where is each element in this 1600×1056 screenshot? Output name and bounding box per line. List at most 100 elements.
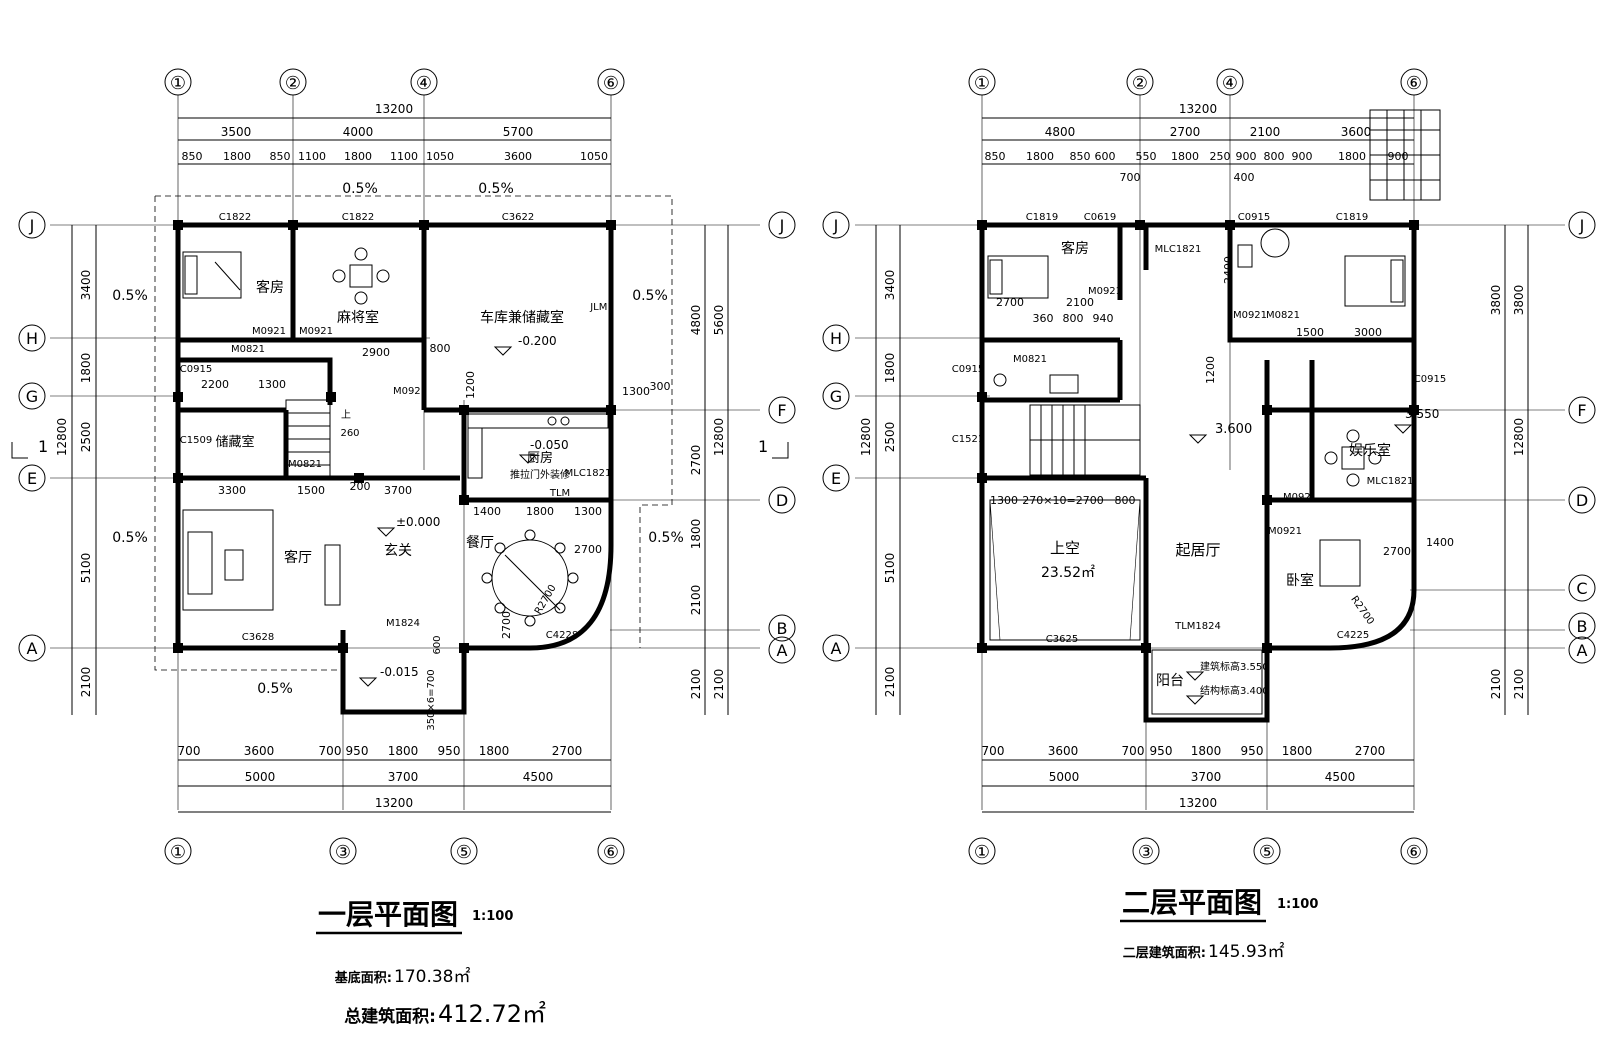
p1-dim-top-l2: 5700 <box>503 125 534 139</box>
axis-1-bottom: ① <box>170 842 186 863</box>
p1-window: C0915 <box>180 364 212 375</box>
p2-door: M0921 <box>1233 310 1267 321</box>
p1-misc: 800 <box>430 342 451 355</box>
kitchen-counter <box>467 413 609 479</box>
p2-dim-top-l3: 250 <box>1210 150 1231 163</box>
plan2-axis-top: ① ② ④ ⑥ <box>968 68 1428 96</box>
p1-misc: 2700 <box>500 611 513 639</box>
p2-axis-1-bottom: ① <box>974 842 990 863</box>
plan1-stairs <box>285 399 331 479</box>
axis-G-left: G <box>26 387 38 406</box>
p2-window: C1521 <box>952 434 984 445</box>
p1-slope: 0.5% <box>478 181 514 197</box>
plan1-section-mark: 1 1 <box>11 437 789 459</box>
axis-3-bottom: ③ <box>335 842 351 863</box>
p2-room-recreation: 娱乐室 <box>1349 442 1391 459</box>
p2-dim-top-l3: 900 <box>1292 150 1313 163</box>
p2-window: C0915 <box>952 364 984 375</box>
p1-room-dining: 餐厅 <box>466 535 494 551</box>
plan1-scale: 1:100 <box>472 909 513 924</box>
p2-dim-bot-total: 13200 <box>1179 796 1217 810</box>
p1-room-guest: 客房 <box>256 279 284 296</box>
p2-dim-right-total: 12800 <box>1512 418 1526 456</box>
p1-dim-bot-l1: 700 <box>178 744 201 758</box>
p1-dim-right: 2100 <box>712 669 726 700</box>
p2-door: M0821 <box>1266 310 1300 321</box>
p2-axis-6-bottom: ⑥ <box>1406 842 1422 863</box>
plan2-walls <box>979 222 1417 723</box>
p1-dim-left: 5100 <box>79 553 93 584</box>
p2-dim-left: 2100 <box>883 667 897 698</box>
p1-dim-bot-l1: 2700 <box>552 744 583 758</box>
plan1-axis-left: J H G E A <box>18 211 46 662</box>
p2-window: C3625 <box>1046 634 1078 645</box>
p1-misc: 1300 <box>622 385 650 398</box>
p1-dim-bot-l2: 3700 <box>388 770 419 784</box>
plan1-axis-lines <box>50 95 760 810</box>
plan2-right-dims: 3800 3800 12800 2100 2100 <box>1489 225 1529 715</box>
p1-dim-right: 5600 <box>712 305 726 336</box>
p2-window: C1819 <box>1026 212 1058 223</box>
p1-dim-top-l3: 3600 <box>504 150 532 163</box>
plan2-openings: C1819 C0619 C0915 C1819 MLC1821 C0915 C1… <box>952 212 1446 645</box>
p2-room-void-area: 23.52㎡ <box>1041 565 1095 581</box>
p1-window: C1822 <box>219 212 251 223</box>
axis-5-bottom: ⑤ <box>456 842 472 863</box>
plan2-void <box>989 499 1141 641</box>
p1-misc: 200 <box>350 480 371 493</box>
p2-misc: 3000 <box>1354 326 1382 339</box>
p1-misc: 300 <box>650 380 671 393</box>
plan2-elevations: 3.600 3.550 建筑标高3.550 结构标高3.400 <box>1185 407 1439 705</box>
plan2-pergola <box>1369 109 1441 201</box>
p1-dim-top-l3: 1100 <box>298 150 326 163</box>
p1-dim-top-l3: 1050 <box>580 150 608 163</box>
plan2-scale: 1:100 <box>1277 897 1318 912</box>
p2-dim-top-l3: 1800 <box>1026 150 1054 163</box>
p1-elev-kitchen: -0.050 <box>530 438 569 452</box>
plan2-beds <box>987 255 1406 587</box>
p2-dim-left: 5100 <box>883 553 897 584</box>
axis-E-left: E <box>27 469 37 488</box>
p2-door: M0921 <box>1283 492 1317 503</box>
p2-axis-6-top: ⑥ <box>1406 73 1422 94</box>
p1-dim-top-l3: 850 <box>270 150 291 163</box>
p1-misc: 1800 <box>526 505 554 518</box>
plan2-top-dims: 13200 4800 2700 2100 3600 850 1800 850 6… <box>982 102 1414 165</box>
p1-room-kitchen: 厨房 <box>527 450 553 466</box>
plan2-title-block: 二层平面图 1:100 二层建筑面积: 145.93㎡ <box>1120 886 1318 962</box>
p1-slope: 0.5% <box>112 530 148 546</box>
p1-dim-right: 1800 <box>689 519 703 550</box>
p2-axis-5-bottom: ⑤ <box>1259 842 1275 863</box>
p2-dim-bot-l1: 700 <box>982 744 1005 758</box>
p2-elev-bal-arch: 建筑标高3.550 <box>1200 660 1269 673</box>
p2-axis-J-right: J <box>1579 216 1585 235</box>
p1-dim-right-total: 12800 <box>712 418 726 456</box>
plan1-slopes: 0.5% 0.5% 0.5% 0.5% 0.5% 0.5% 0.5% <box>112 181 684 697</box>
p2-dim-bot-l2: 5000 <box>1049 770 1080 784</box>
p1-misc: 600 <box>432 635 443 654</box>
p2-dim-top-l2: 3600 <box>1341 125 1372 139</box>
p2-window: C4225 <box>1337 630 1369 641</box>
plan-2: ① ② ④ ⑥ ① ③ ⑤ ⑥ J H G E A J F D C B A <box>822 68 1596 962</box>
p2-dim-bot-l2: 4500 <box>1325 770 1356 784</box>
p2-dim-bot-l1: 2700 <box>1355 744 1386 758</box>
plan1-area1-value: 170.38㎡ <box>394 967 470 987</box>
p1-misc: 350×6=700 <box>426 669 437 730</box>
plan1-title-block: 一层平面图 1:100 基底面积: 170.38㎡ 总建筑面积: 412.72㎡ <box>316 898 546 1028</box>
p2-dim-top-l3: 900 <box>1388 150 1409 163</box>
axis-6-bottom: ⑥ <box>603 842 619 863</box>
p2-dim-bot-l1: 3600 <box>1048 744 1079 758</box>
p1-window: C1822 <box>342 212 374 223</box>
plan1-right-dims: 4800 5600 2700 12800 1800 2100 2100 2100 <box>689 225 729 715</box>
plan1-left-dims: 3400 1800 2500 5100 2100 12800 <box>55 225 97 715</box>
p1-radius: R2700 <box>533 583 559 617</box>
p2-dim-top-l3: 550 <box>1136 150 1157 163</box>
plan-1: ① ② ④ ⑥ ① ③ ⑤ ⑥ J H G E A J F D B A <box>11 68 796 1028</box>
p2-axis-2-top: ② <box>1132 73 1148 94</box>
p2-axis-F-right: F <box>1577 401 1586 420</box>
p1-dim-bot-l1: 1800 <box>479 744 510 758</box>
p2-dim-bot-l1: 950 <box>1150 744 1173 758</box>
plan2-left-dims: 3400 1800 2500 5100 2100 12800 <box>859 225 901 715</box>
plan2-rec-table <box>1324 429 1382 487</box>
p2-misc: 400 <box>1234 171 1255 184</box>
